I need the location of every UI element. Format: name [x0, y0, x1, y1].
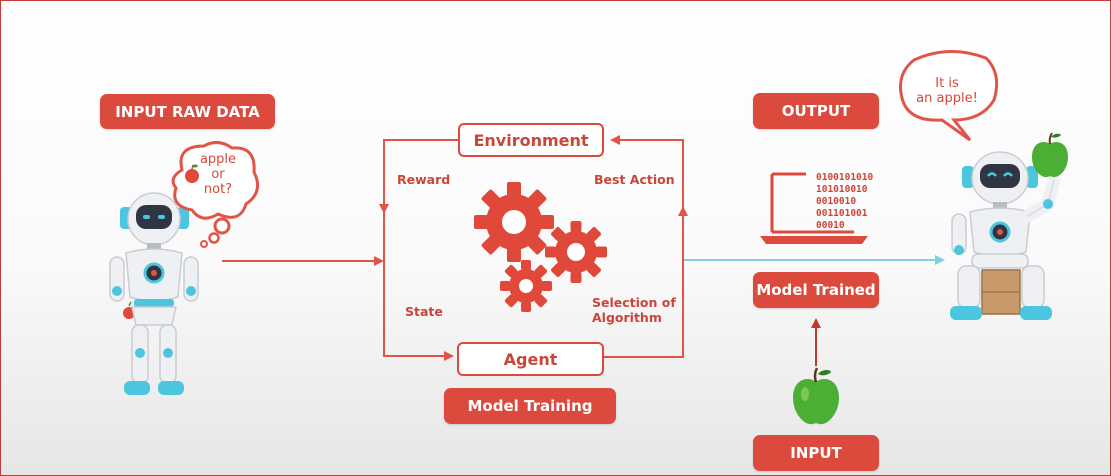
- state-arrow: [383, 212, 454, 361]
- robot-left-icon: [109, 192, 199, 395]
- robot-right-icon: [950, 132, 1068, 320]
- laptop-icon: [760, 172, 868, 244]
- best-action-arrow: [610, 135, 684, 208]
- environment-box: Environment: [458, 123, 604, 157]
- input-raw-data-label: INPUT RAW DATA: [100, 94, 275, 129]
- reward-arrow: [379, 139, 458, 214]
- speech-bubble-icon: [899, 49, 999, 142]
- gears-icon: [474, 182, 607, 312]
- model-training-label: Model Training: [444, 388, 616, 424]
- model-trained-label: Model Trained: [753, 272, 879, 308]
- apple-icon: [793, 367, 839, 425]
- reward-label: Reward: [397, 172, 451, 187]
- state-label: State: [405, 304, 443, 319]
- algorithm-arrow: [604, 206, 688, 358]
- binary-code-text: 0100101010 101010010 0010010 001101001 0…: [816, 172, 874, 231]
- output-label: OUTPUT: [753, 93, 879, 129]
- best-action-label: Best Action: [594, 172, 675, 187]
- agent-box: Agent: [457, 342, 604, 376]
- left-bubble-text: apple or not?: [199, 152, 237, 197]
- right-bubble-text: It is an apple!: [916, 76, 978, 106]
- thought-bubble-icon: [171, 141, 260, 248]
- selection-of-algorithm-label: Selection of Algorithm: [592, 295, 676, 325]
- input-label: INPUT: [753, 435, 879, 471]
